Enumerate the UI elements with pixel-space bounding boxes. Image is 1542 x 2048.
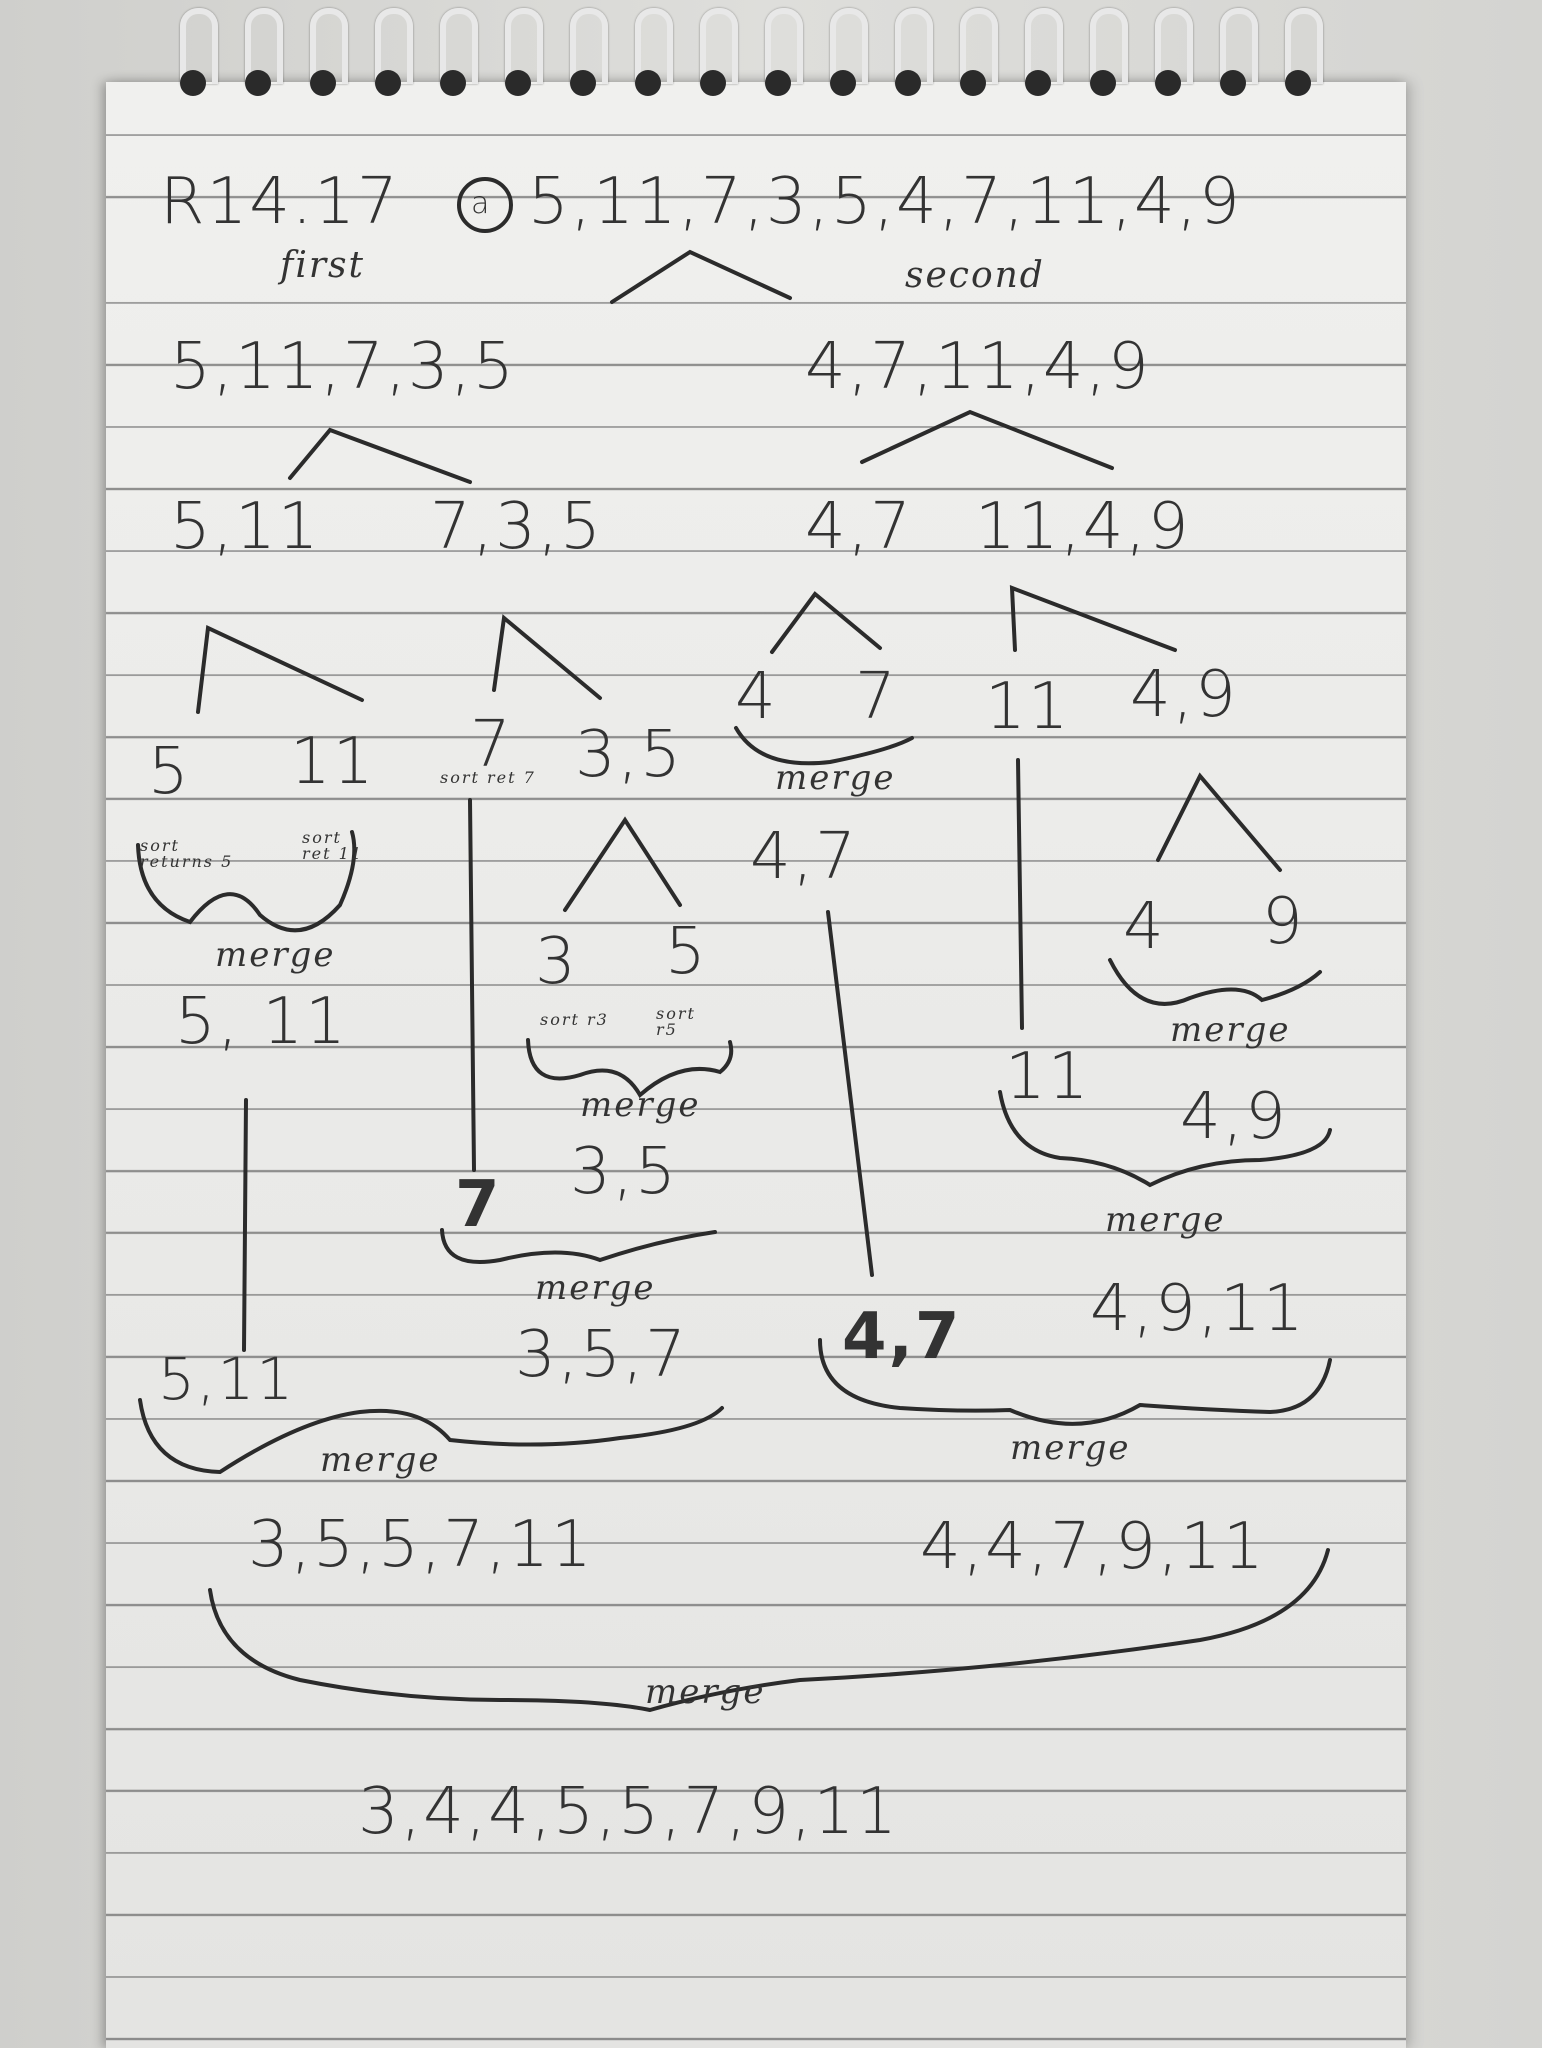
merge-label-1: merge [215, 935, 336, 975]
merge-label-3: merge [580, 1085, 701, 1125]
leaf-5b: 5 [665, 915, 708, 989]
spiral-binding [150, 0, 1330, 100]
merged-right-half: 4,4,7,9,11 [920, 1510, 1266, 1584]
note-sort-r3: sort r3 [540, 1010, 609, 1029]
carry-7: 7 [455, 1168, 502, 1242]
merged-4-9-11: 4,9,11 [1090, 1272, 1306, 1346]
merged-5-11: 5, 11 [175, 985, 348, 1059]
left-half: 5,11,7,3,5 [170, 330, 516, 404]
merged-3-5-7: 3,5,7 [515, 1318, 688, 1392]
sublist-5-11: 5,11 [170, 490, 321, 564]
leaf-4: 4 [735, 660, 778, 734]
merged-4-9: 4,9 [1180, 1080, 1288, 1154]
carry-5-11: 5,11 [158, 1345, 296, 1413]
sublist-4-7: 4,7 [805, 490, 913, 564]
note-sort-returns-5: sort returns 5 [140, 836, 234, 871]
leaf-7: 7 [470, 708, 513, 782]
ruled-lines [106, 82, 1406, 2048]
merge-label-4: merge [1170, 1010, 1291, 1050]
sublist-3-5: 3,5 [575, 718, 683, 792]
problem-number: R14.17 [160, 165, 400, 239]
sublist-7-3-5: 7,3,5 [430, 490, 603, 564]
sublist-4-9: 4,9 [1130, 658, 1238, 732]
merged-4-7: 4,7 [750, 820, 858, 894]
leaf-11: 11 [290, 725, 376, 799]
input-list: 5,11,7,3,5,4,7,11,4,9 [528, 165, 1242, 239]
merge-label-6: merge [535, 1268, 656, 1308]
merged-left-half: 3,5,5,7,11 [248, 1508, 594, 1582]
sublist-11-4-9: 11,4,9 [975, 490, 1191, 564]
notebook-page [106, 82, 1406, 2048]
right-half: 4,7,11,4,9 [805, 330, 1151, 404]
leaf-11b: 11 [985, 670, 1071, 744]
note-sort-ret-11: sort ret 11 [302, 828, 363, 863]
first-label: first [280, 245, 365, 286]
final-sorted-list: 3,4,4,5,5,7,9,11 [358, 1775, 899, 1849]
leaf-4b: 4 [1123, 890, 1166, 964]
merge-label-8: merge [1010, 1428, 1131, 1468]
note-sort-r5: sort r5 [656, 1004, 696, 1039]
merge-label-9: merge [645, 1672, 766, 1712]
merge-label-7: merge [320, 1440, 441, 1480]
leaf-5: 5 [148, 735, 191, 809]
merged-3-5: 3,5 [570, 1135, 678, 1209]
second-label: second [905, 255, 1045, 296]
carry-4-7: 4,7 [842, 1300, 962, 1374]
merge-label-2: merge [775, 758, 896, 798]
carry-11: 11 [1005, 1040, 1091, 1114]
leaf-3: 3 [535, 925, 578, 999]
leaf-7b: 7 [855, 660, 898, 734]
leaf-9: 9 [1262, 885, 1305, 959]
note-sort-ret-7: sort ret 7 [440, 768, 536, 787]
merge-label-5: merge [1105, 1200, 1226, 1240]
circled-part-label: a [471, 186, 492, 221]
